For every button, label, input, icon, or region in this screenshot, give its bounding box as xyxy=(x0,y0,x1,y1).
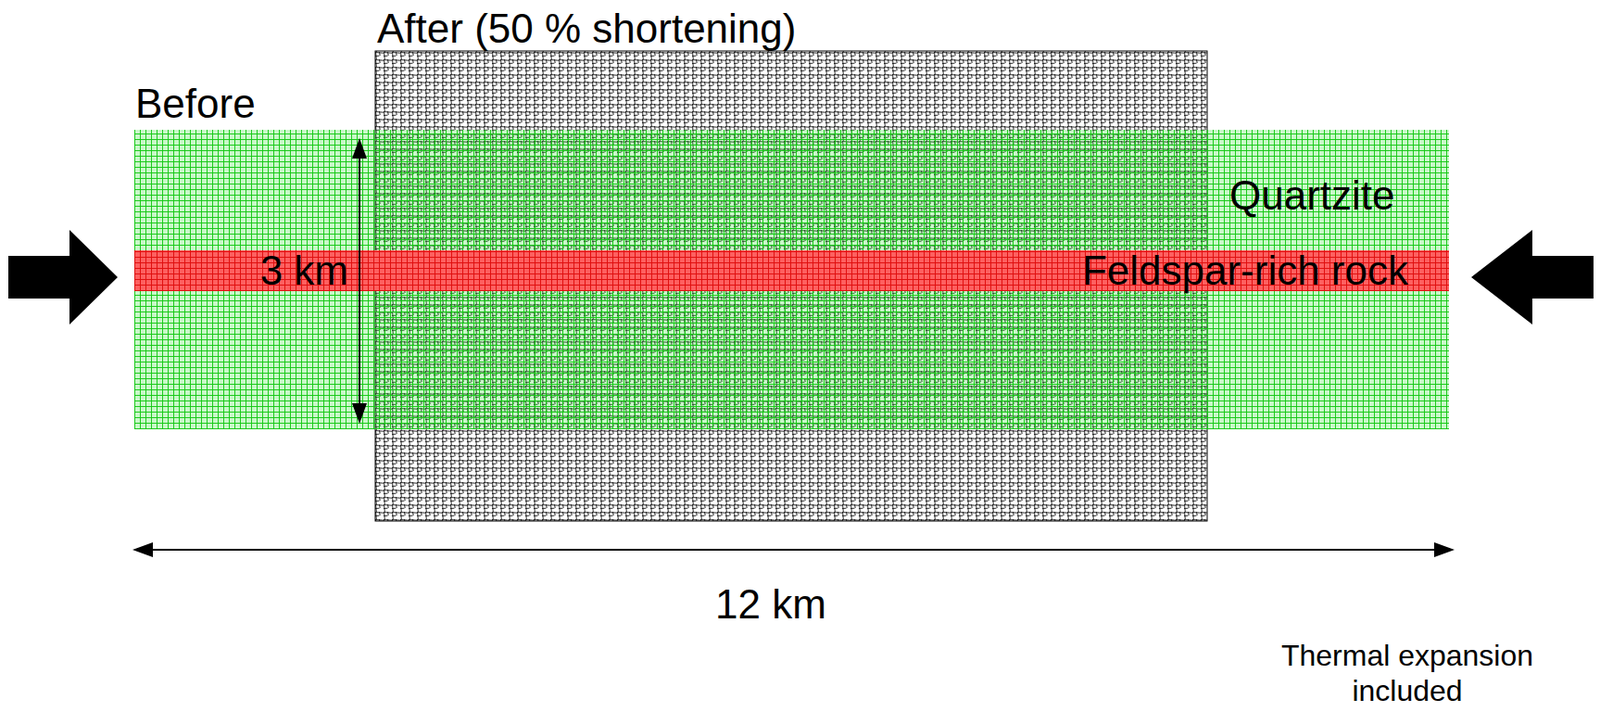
arrowhead xyxy=(132,541,153,557)
dimension-label: 12 km xyxy=(715,580,827,628)
compression-arrow xyxy=(8,229,118,325)
dimension-line xyxy=(148,548,1439,551)
dimension-label: 3 km xyxy=(260,247,349,294)
layer-label: Feldspar-rich rock xyxy=(1082,250,1409,291)
layer-label: Quartzite xyxy=(1229,172,1396,219)
note: Thermal expansion included xyxy=(1249,637,1565,708)
stage-label: Before xyxy=(135,80,256,127)
compression-arrow xyxy=(1471,229,1594,325)
stage-label: After (50 % shortening) xyxy=(377,5,796,52)
arrowhead xyxy=(1434,541,1455,557)
